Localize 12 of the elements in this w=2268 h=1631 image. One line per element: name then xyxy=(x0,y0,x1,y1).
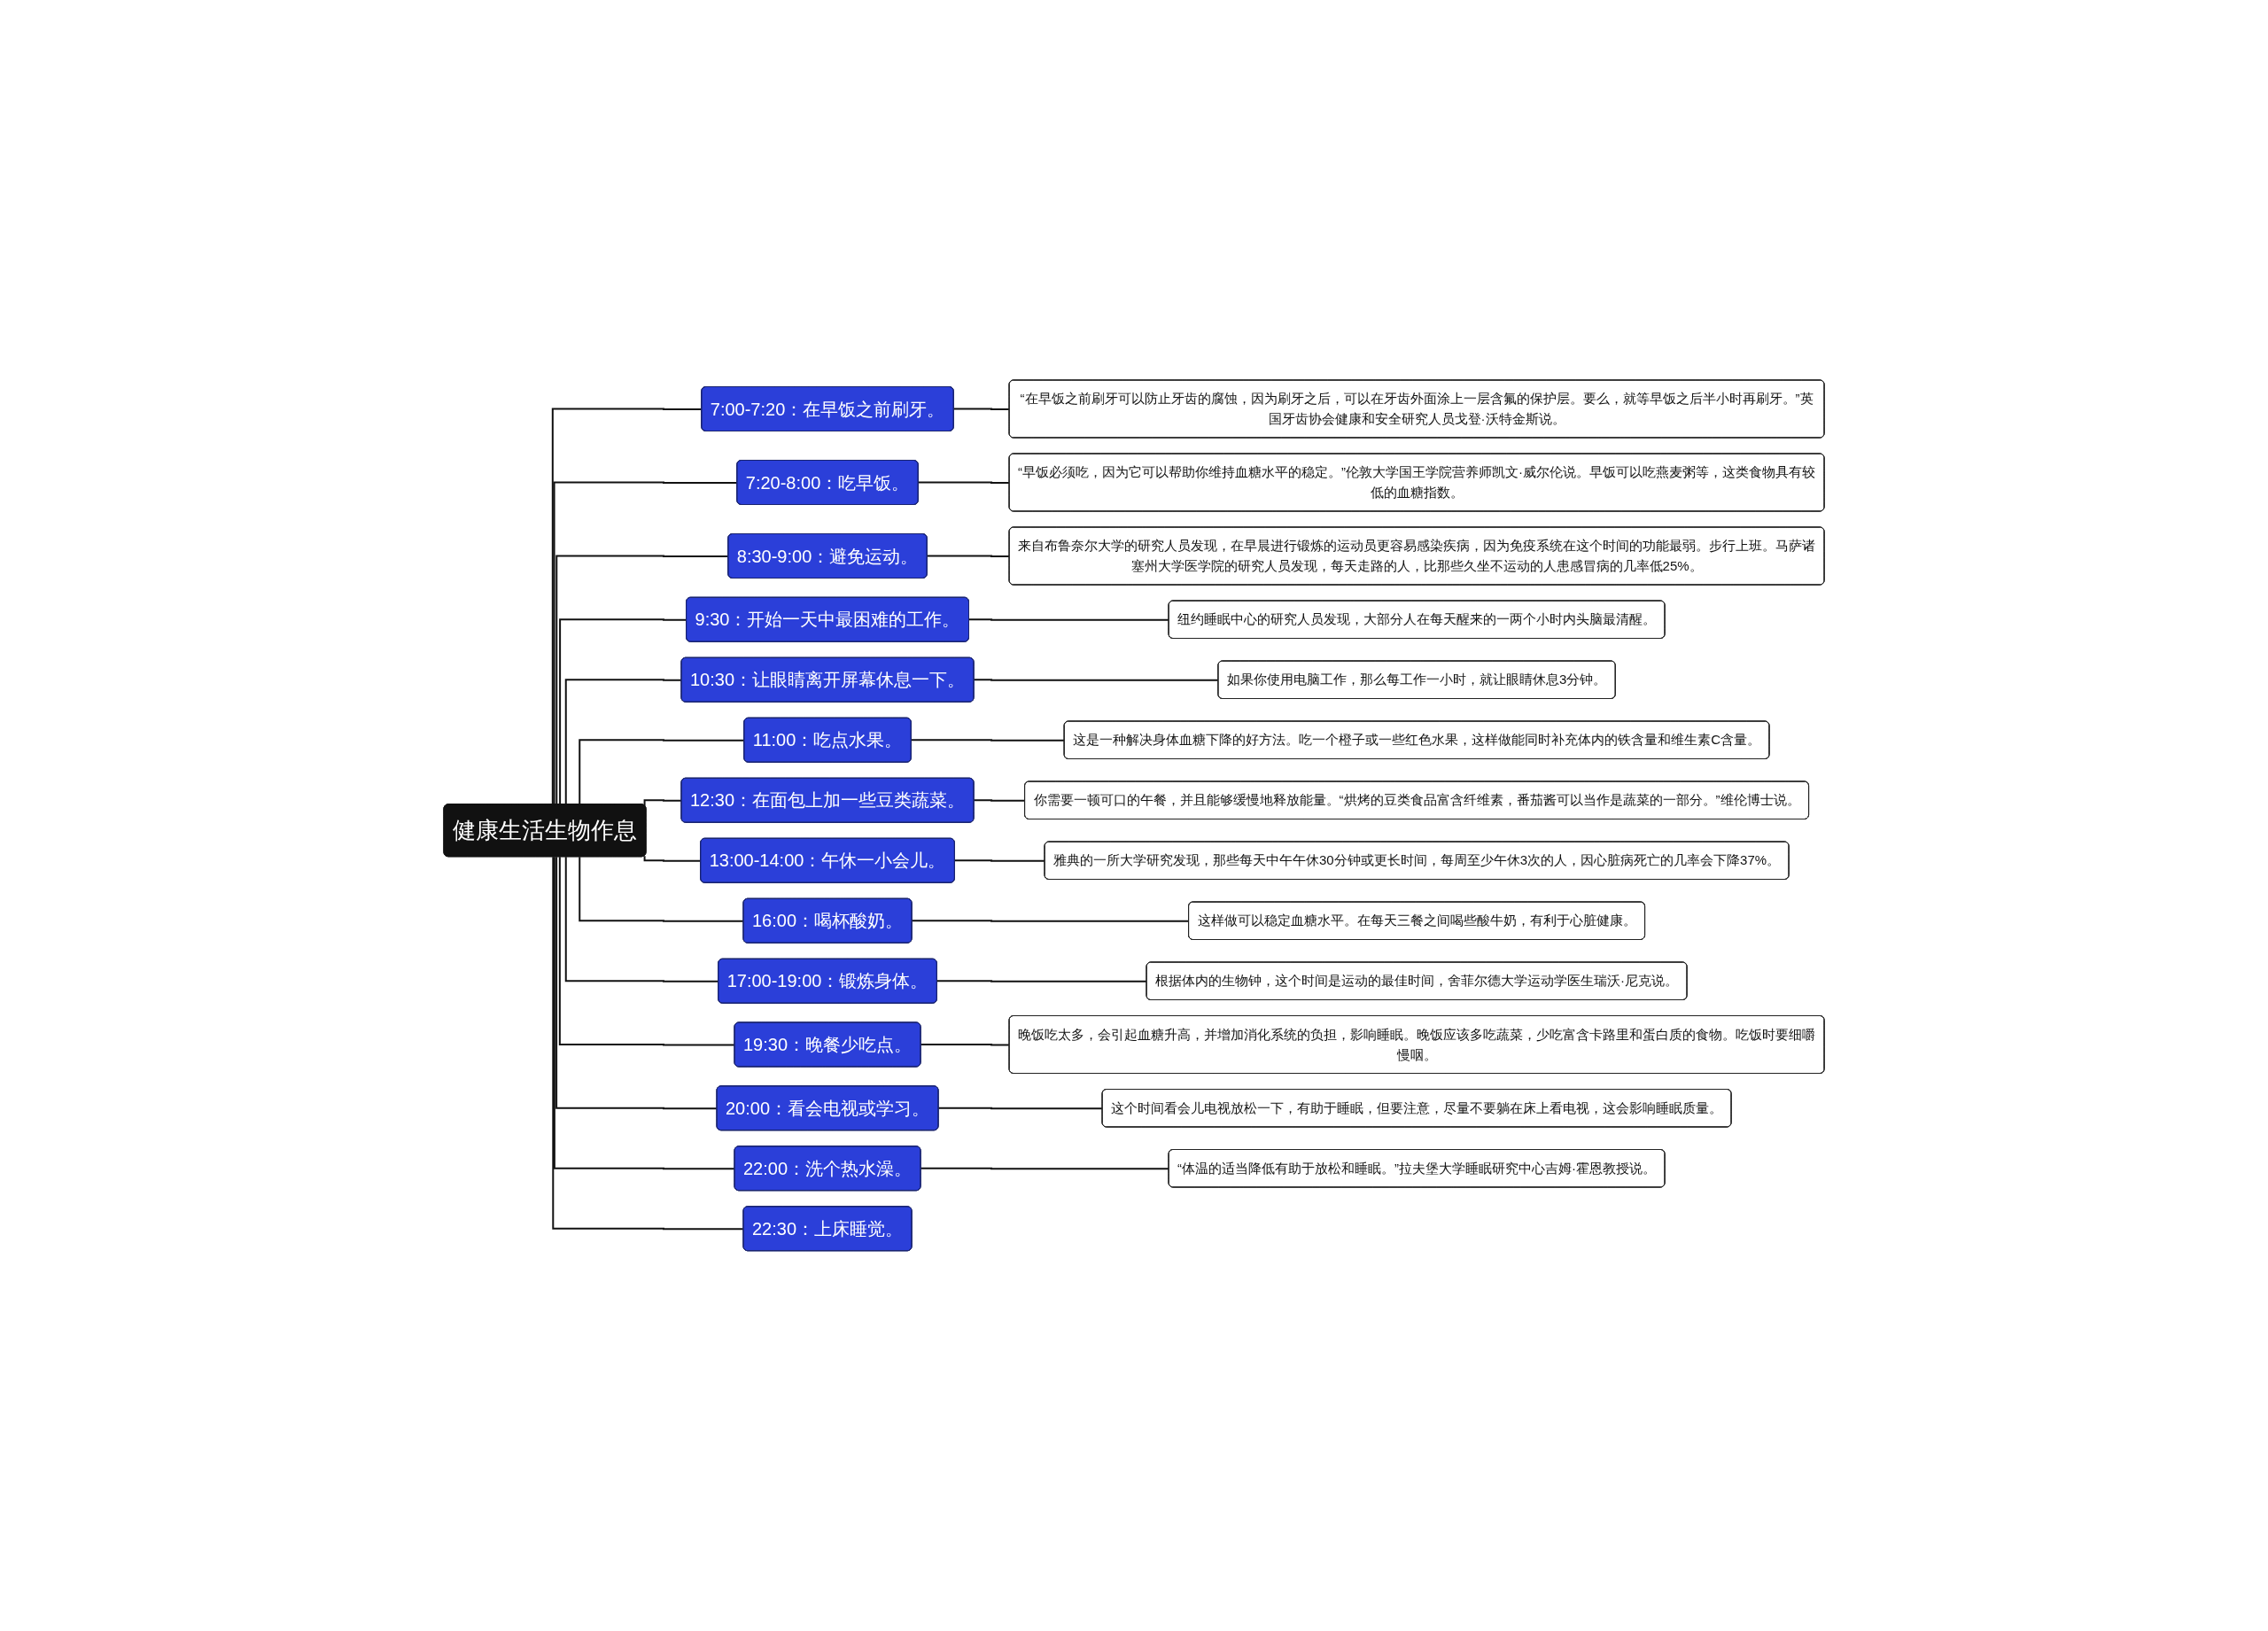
connector xyxy=(937,1107,1104,1110)
node-text: 晚饭吃太多，会引起血糖升高，并增加消化系统的负担，影响睡眠。晚饭应该多吃蔬菜，少吃富含卡路里和蛋白质的食物。吃饭时要细嚼慢咽。 xyxy=(1018,1026,1816,1062)
connector xyxy=(926,555,1011,558)
connector xyxy=(917,481,1011,485)
connector xyxy=(555,856,718,1110)
connector xyxy=(967,618,1170,621)
connector xyxy=(953,859,1046,862)
connector xyxy=(952,408,1011,411)
connector xyxy=(910,739,1066,742)
connector xyxy=(920,1044,1011,1046)
connector xyxy=(920,1167,1170,1170)
connector xyxy=(936,980,1148,982)
